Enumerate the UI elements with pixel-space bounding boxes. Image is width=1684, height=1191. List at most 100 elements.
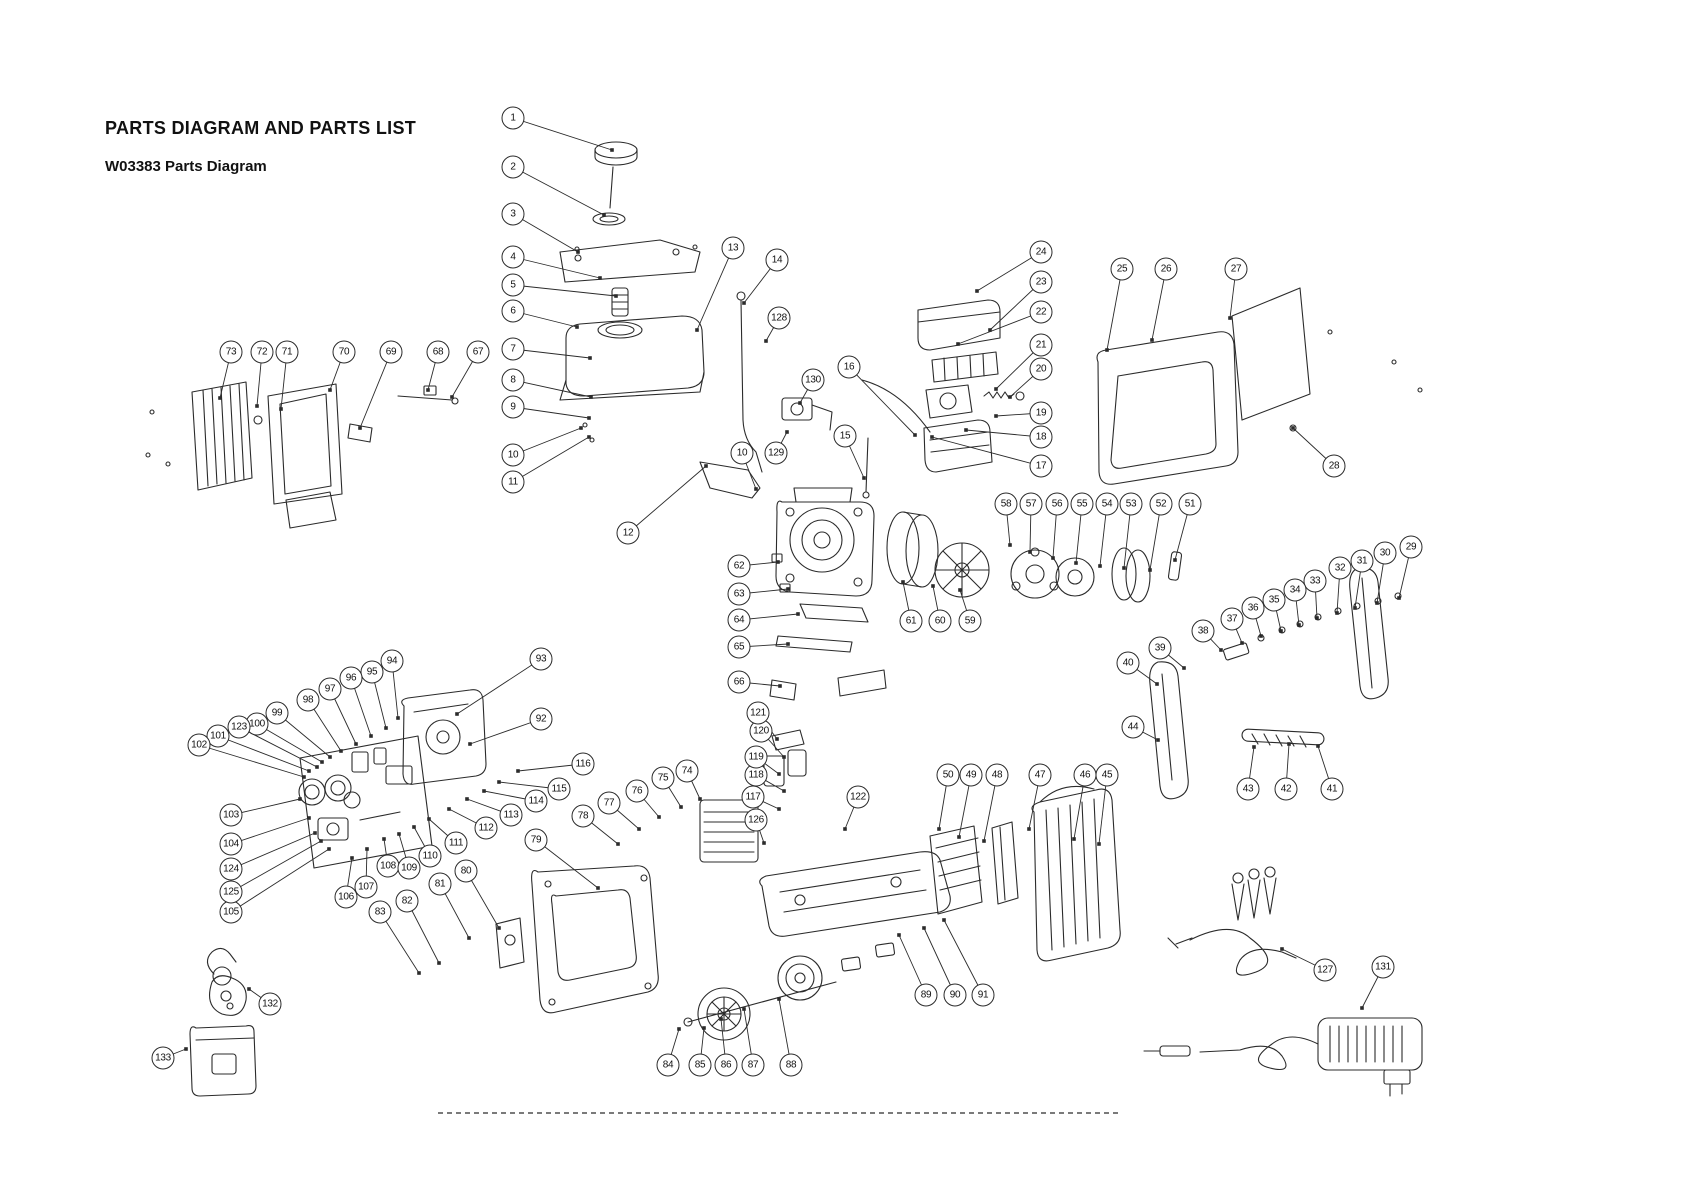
front-bracket-drawing <box>495 917 525 969</box>
callout-122: 122 <box>846 785 870 809</box>
callout-39: 39 <box>1148 636 1172 660</box>
callout-48: 48 <box>985 763 1009 787</box>
callout-33: 33 <box>1303 569 1327 593</box>
air-cleaner-cover-drawing <box>917 299 1001 351</box>
right-side-cover-drawing <box>1096 331 1239 485</box>
callout-84: 84 <box>656 1053 680 1077</box>
callout-49: 49 <box>959 763 983 787</box>
callout-128: 128 <box>767 306 791 330</box>
callout-22: 22 <box>1029 300 1053 324</box>
callout-125: 125 <box>219 880 243 904</box>
callout-60: 60 <box>928 609 952 633</box>
callout-72: 72 <box>250 340 274 364</box>
callout-14: 14 <box>765 248 789 272</box>
handle-rail-right-drawing <box>1349 567 1389 700</box>
screw-dots-drawing <box>145 244 1423 467</box>
callout-131: 131 <box>1371 955 1395 979</box>
callout-91: 91 <box>971 983 995 1007</box>
callout-25: 25 <box>1110 257 1134 281</box>
wheel-small-drawing <box>777 955 823 1001</box>
callout-37: 37 <box>1220 607 1244 631</box>
callout-105: 105 <box>219 900 243 924</box>
axle-drawing <box>683 981 837 1027</box>
callout-88: 88 <box>779 1053 803 1077</box>
callout-73: 73 <box>219 340 243 364</box>
callout-29: 29 <box>1399 535 1423 559</box>
callout-79: 79 <box>524 828 548 852</box>
callout-62: 62 <box>727 554 751 578</box>
callout-31: 31 <box>1350 549 1374 573</box>
fan-housing-drawing <box>886 511 939 588</box>
callout-112: 112 <box>474 816 498 840</box>
callout-121: 121 <box>746 701 770 725</box>
callout-69: 69 <box>379 340 403 364</box>
callout-32: 32 <box>1328 556 1352 580</box>
callout-107: 107 <box>354 875 378 899</box>
callout-8: 8 <box>501 368 525 392</box>
callout-55: 55 <box>1070 492 1094 516</box>
tank-bracket-drawing <box>559 239 701 283</box>
callout-9: 9 <box>501 395 525 419</box>
callout-2: 2 <box>501 155 525 179</box>
pull-wire-drawing <box>861 379 931 499</box>
callout-38: 38 <box>1191 619 1215 643</box>
callout-19: 19 <box>1029 401 1053 425</box>
key-strip-drawing <box>1167 551 1183 581</box>
callout-126: 126 <box>744 808 768 832</box>
callout-28: 28 <box>1322 454 1346 478</box>
power-cord-drawing <box>1167 928 1297 976</box>
chassis-base-drawing <box>759 851 951 937</box>
callout-78: 78 <box>571 804 595 828</box>
callout-58: 58 <box>994 492 1018 516</box>
charger-cable-drawing <box>1143 1036 1319 1071</box>
callout-63: 63 <box>727 582 751 606</box>
callout-130: 130 <box>801 368 825 392</box>
callout-110: 110 <box>418 844 442 868</box>
callout-77: 77 <box>597 791 621 815</box>
callout-51: 51 <box>1178 492 1202 516</box>
callout-67: 67 <box>466 340 490 364</box>
callout-133: 133 <box>151 1046 175 1070</box>
page-title: PARTS DIAGRAM AND PARTS LIST <box>105 118 417 138</box>
callout-40: 40 <box>1116 651 1140 675</box>
engine-assembly-drawing <box>771 487 875 597</box>
callout-108: 108 <box>376 854 400 878</box>
callout-41: 41 <box>1320 777 1344 801</box>
callout-35: 35 <box>1262 588 1286 612</box>
callout-103: 103 <box>219 803 243 827</box>
callout-16: 16 <box>837 355 861 379</box>
callout-65: 65 <box>727 635 751 659</box>
callout-30: 30 <box>1373 541 1397 565</box>
governor-spring-drawing <box>983 391 1025 401</box>
battery-charger-drawing <box>1317 1017 1423 1097</box>
left-small-bracket-drawing <box>347 385 459 443</box>
handle-grip-rod-drawing <box>1241 728 1325 748</box>
callout-13: 13 <box>721 236 745 260</box>
callout-10: 10 <box>730 441 754 465</box>
callout-127: 127 <box>1313 958 1337 982</box>
callout-117: 117 <box>741 785 765 809</box>
callout-94: 94 <box>380 649 404 673</box>
callout-26: 26 <box>1154 257 1178 281</box>
callout-5: 5 <box>501 273 525 297</box>
handle-fastener-row-drawing <box>1223 592 1402 661</box>
muffler-grille-drawing <box>929 825 983 915</box>
callout-98: 98 <box>296 688 320 712</box>
callout-114: 114 <box>524 789 548 813</box>
callout-54: 54 <box>1095 492 1119 516</box>
stator-drawing <box>1010 547 1060 599</box>
callout-59: 59 <box>958 609 982 633</box>
callout-99: 99 <box>265 701 289 725</box>
callout-113: 113 <box>499 803 523 827</box>
callout-70: 70 <box>332 340 356 364</box>
callout-106: 106 <box>334 885 358 909</box>
callout-68: 68 <box>426 340 450 364</box>
callout-18: 18 <box>1029 425 1053 449</box>
callout-52: 52 <box>1149 492 1173 516</box>
callout-56: 56 <box>1045 492 1069 516</box>
callout-92: 92 <box>529 707 553 731</box>
callout-71: 71 <box>275 340 299 364</box>
callout-89: 89 <box>914 983 938 1007</box>
